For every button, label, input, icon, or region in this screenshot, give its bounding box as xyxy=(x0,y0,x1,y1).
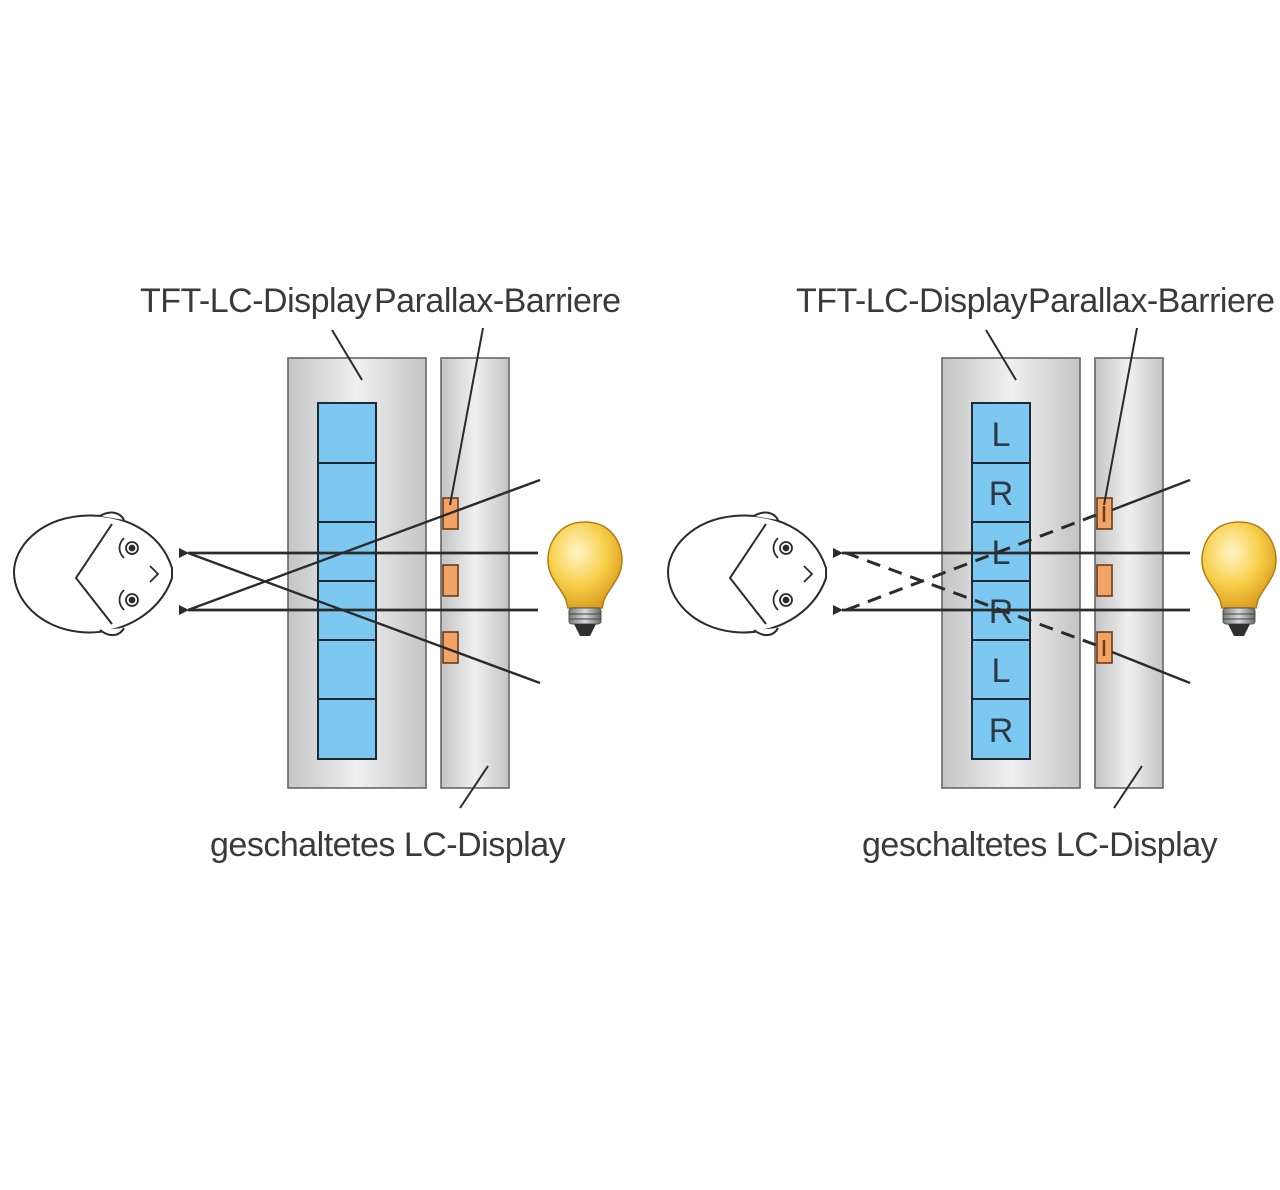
pixel-cell xyxy=(317,698,377,760)
pixel-column: L R L R L R xyxy=(971,402,1031,760)
pixel-column xyxy=(317,402,377,760)
diagram-right: TFT-LC-Display Parallax-Barriere geschal… xyxy=(666,282,1277,864)
ray-diagonal-down xyxy=(187,478,541,612)
leader-tft xyxy=(985,329,1017,381)
cell-label: L xyxy=(992,416,1011,454)
cell-label: L xyxy=(992,652,1011,690)
pixel-cell-left xyxy=(971,402,1031,464)
head-icon xyxy=(666,511,827,636)
label-parallax-barrier: Parallax-Barriere xyxy=(1028,282,1275,320)
pixel-cell xyxy=(317,462,377,523)
ray-diagonal-up xyxy=(187,551,541,685)
label-switched-lc-display: geschaltetes LC-Display xyxy=(862,826,1218,864)
pixel-cell xyxy=(317,402,377,464)
light-bulb-icon xyxy=(547,521,623,636)
light-bulb-icon xyxy=(1201,521,1277,636)
label-switched-lc-display: geschaltetes LC-Display xyxy=(210,826,566,864)
diagram-left: TFT-LC-Display Parallax-Barriere geschal… xyxy=(12,282,623,864)
barrier-slit xyxy=(442,564,459,597)
head-icon xyxy=(12,511,173,636)
pixel-cell xyxy=(317,639,377,700)
leader-switched xyxy=(459,765,489,809)
pixel-cell-left xyxy=(971,639,1031,700)
label-parallax-barrier: Parallax-Barriere xyxy=(374,282,621,320)
cell-label: R xyxy=(989,475,1014,513)
leader-barrier xyxy=(1103,327,1138,506)
ray-diagonal-in-bottom xyxy=(1111,650,1191,685)
leader-barrier xyxy=(449,327,484,506)
ray-diagonal-in-top xyxy=(1111,478,1191,512)
label-tft-lc-display: TFT-LC-Display xyxy=(140,282,372,320)
pixel-cell-right xyxy=(971,698,1031,760)
barrier-slit xyxy=(1096,564,1113,597)
leader-switched xyxy=(1113,765,1143,809)
leader-tft xyxy=(331,329,363,381)
label-tft-lc-display: TFT-LC-Display xyxy=(796,282,1028,320)
cell-label: R xyxy=(989,712,1014,750)
